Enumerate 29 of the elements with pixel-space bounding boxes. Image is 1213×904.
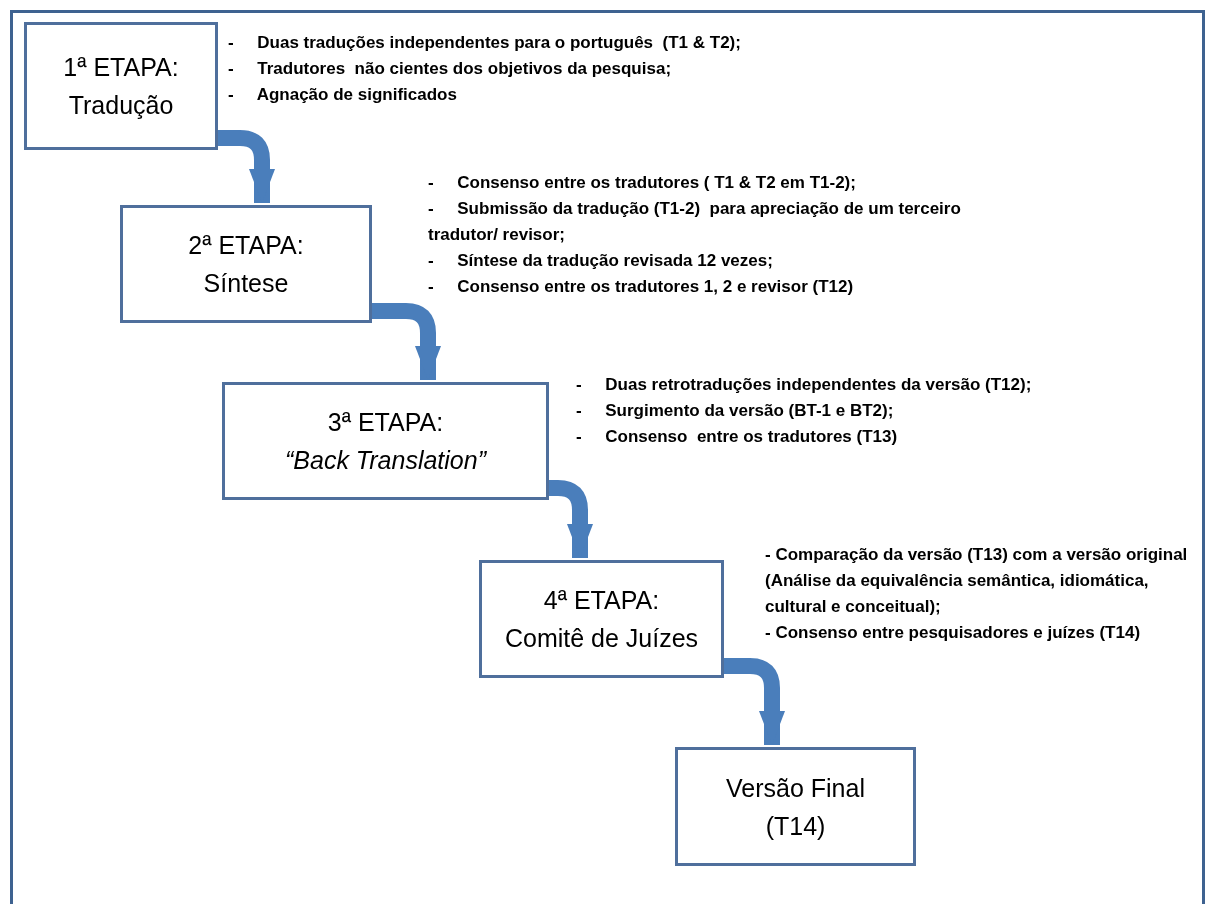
bullet-text: - Consenso entre pesquisadores e juízes (T14) bbox=[765, 622, 1142, 644]
step-label: (T14) bbox=[765, 810, 826, 842]
bullet-text: - Consenso entre os tradutores ( T1 & T2 em T1-2); bbox=[428, 172, 857, 194]
bullet-text: - Surgimento da versão (BT-1 e BT2); bbox=[576, 400, 895, 422]
bullet-text: - Duas retrotraduções independentes da versão (T12); bbox=[576, 374, 1033, 396]
step-title: 3ª ETAPA: bbox=[327, 407, 444, 438]
step-title: 1ª ETAPA: bbox=[63, 52, 179, 83]
bullet-text: - Síntese da tradução revisada 12 vezes; bbox=[428, 250, 774, 272]
bullet-text: - Consenso entre os tradutores 1, 2 e revisor (T12) bbox=[428, 276, 855, 298]
bullet-text: - Consenso entre os tradutores (T13) bbox=[576, 426, 899, 448]
step-box bbox=[222, 382, 549, 500]
step-box bbox=[24, 22, 218, 150]
bullet-text: - Submissão da tradução (T1-2) para apreciação de um terceiro tradutor/ revisor; bbox=[428, 198, 962, 246]
step-box bbox=[675, 747, 916, 866]
step-label: Tradução bbox=[68, 90, 174, 121]
bullet-text: - Tradutores não cientes dos objetivos da pesquisa; bbox=[228, 58, 673, 80]
bullet-text: - Agnação de significados bbox=[228, 84, 458, 106]
step-label: Comitê de Juízes bbox=[504, 623, 699, 654]
step-label: Síntese bbox=[203, 268, 289, 299]
bullet-text: - Comparação da versão (T13) com a versão original (Análise da equivalência semântica, idiomática, cultural e conceitual); bbox=[765, 544, 1189, 618]
step-title: 2ª ETAPA: bbox=[188, 230, 304, 261]
bullet-text: - Duas traduções independentes para o português (T1 & T2); bbox=[228, 32, 742, 54]
curved-arrow bbox=[724, 658, 785, 745]
step-box bbox=[120, 205, 372, 323]
curved-arrow bbox=[218, 130, 275, 203]
step-box bbox=[479, 560, 724, 678]
step-label: “Back Translation” bbox=[285, 445, 486, 476]
step-title: 4ª ETAPA: bbox=[543, 585, 660, 616]
step-title: Versão Final bbox=[726, 772, 865, 804]
